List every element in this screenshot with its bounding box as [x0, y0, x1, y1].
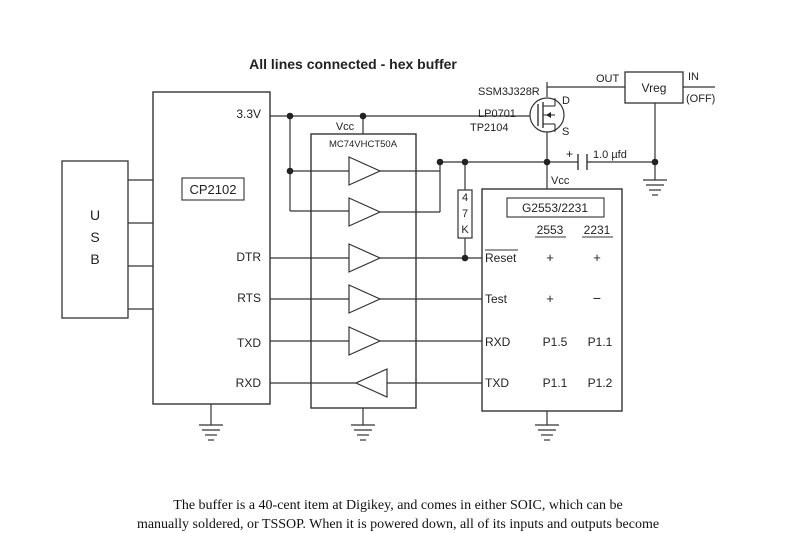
- test-2231: −: [593, 290, 601, 306]
- buffer-gate-1: [348, 156, 382, 186]
- ground-icon-vreg: [643, 179, 667, 196]
- ground-icon-cp2102: [199, 424, 223, 441]
- txd-2231: P1.2: [588, 376, 613, 390]
- reset-2553: +: [546, 250, 554, 265]
- mosfet: D S: [529, 95, 570, 138]
- usb-letter-u: U: [90, 207, 100, 223]
- resistor-47k: 4 7 K: [457, 189, 473, 239]
- pin-label-rts: RTS: [237, 291, 261, 305]
- target-vcc-label: Vcc: [551, 175, 570, 187]
- junction-dots: [286, 112, 659, 262]
- capacitor-plus: +: [566, 147, 573, 161]
- target-pin-reset: Reset: [485, 251, 517, 265]
- caption-line-2: manually soldered, or TSSOP. When it is …: [136, 517, 660, 532]
- vreg-in-state: (OFF): [686, 93, 715, 105]
- vreg-label: Vreg: [642, 81, 667, 95]
- mosfet-drain-label: D: [562, 95, 570, 107]
- mosfet-source-label: S: [562, 126, 569, 138]
- diagram-title: All lines connected - hex buffer: [249, 56, 457, 72]
- mosfet-part-1: SSM3J328R: [478, 86, 540, 98]
- capacitor-value: 1.0 µfd: [593, 149, 627, 161]
- ground-symbols: [199, 179, 667, 441]
- reset-2231: +: [593, 250, 601, 265]
- ground-icon-buffer: [351, 424, 375, 441]
- rxd-2553: P1.5: [543, 335, 568, 349]
- pin-label-rxd: RXD: [236, 376, 262, 390]
- mosfet-part-2: LP0701: [478, 108, 516, 120]
- resistor-digit-k: K: [461, 224, 469, 236]
- vreg-out-label: OUT: [596, 73, 620, 85]
- col-header-2231: 2231: [584, 223, 611, 237]
- cp2102-label: CP2102: [190, 182, 237, 197]
- txd-2553: P1.1: [543, 376, 568, 390]
- rxd-2231: P1.1: [588, 335, 613, 349]
- resistor-digit-7: 7: [462, 208, 468, 220]
- vreg-in-label: IN: [688, 71, 699, 83]
- usb-connector: U S B: [61, 160, 129, 319]
- test-2553: +: [546, 291, 554, 306]
- usb-wires: [128, 179, 153, 310]
- wires: [210, 82, 715, 425]
- ground-icon-target: [535, 424, 559, 441]
- supply-3v3-label: 3.3V: [236, 107, 261, 121]
- usb-letter-s: S: [90, 229, 99, 245]
- buffer-gates: [348, 156, 388, 398]
- caption-line-1: The buffer is a 40-cent item at Digikey,…: [173, 498, 623, 513]
- pin-label-txd: TXD: [237, 336, 261, 350]
- usb-letter-b: B: [90, 251, 99, 267]
- mosfet-part-3: TP2104: [470, 122, 509, 134]
- cp2102-chip: CP2102 3.3V DTR RTS TXD RXD: [152, 91, 271, 405]
- buffer-gate-rts: [348, 284, 382, 314]
- target-name: G2553/2231: [522, 201, 588, 215]
- col-header-2553: 2553: [537, 223, 564, 237]
- buffer-gate-txd: [348, 326, 382, 356]
- target-pin-txd: TXD: [485, 376, 509, 390]
- buffer-gate-rxd: [354, 368, 388, 398]
- capacitor: + 1.0 µfd: [566, 147, 627, 170]
- buffer-gate-2: [348, 197, 382, 227]
- buffer-vcc-label: Vcc: [336, 121, 355, 133]
- buffer-gate-dtr: [348, 243, 382, 273]
- vreg-block: Vreg OUT IN (OFF): [596, 71, 715, 105]
- target-pin-test: Test: [485, 292, 508, 306]
- resistor-digit-4: 4: [462, 192, 468, 204]
- buffer-part-label: MC74VHCT50A: [329, 139, 398, 150]
- target-pin-rxd: RXD: [485, 335, 511, 349]
- target-chip: G2553/2231 Vcc 2553 2231 Reset + + Test …: [481, 175, 623, 412]
- pin-label-dtr: DTR: [236, 250, 261, 264]
